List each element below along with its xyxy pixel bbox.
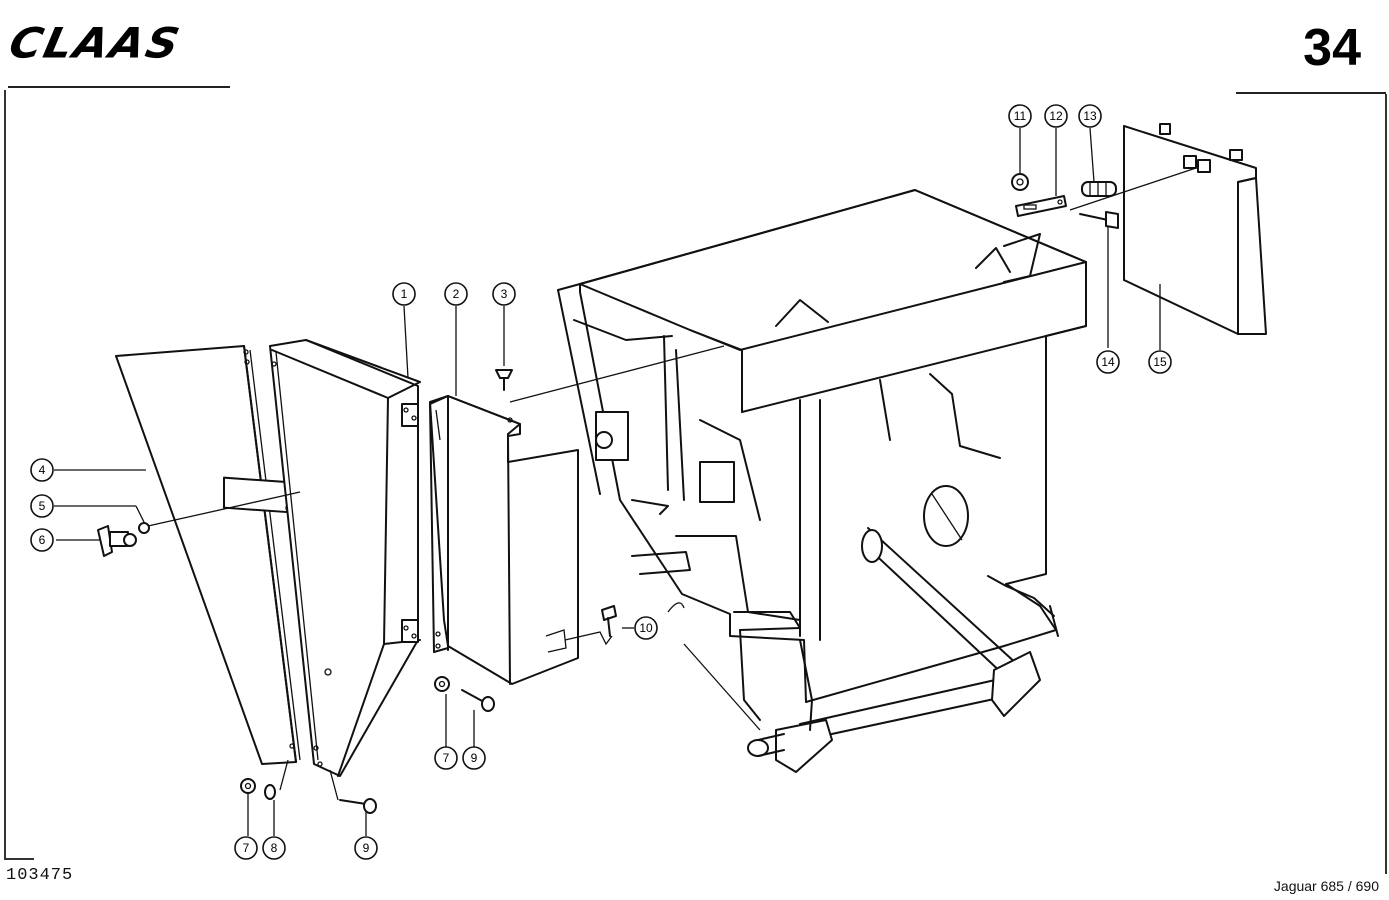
callout-10: 10 (634, 616, 658, 640)
svg-text:2: 2 (453, 287, 460, 301)
svg-text:3: 3 (501, 287, 508, 301)
svg-text:4: 4 (39, 463, 46, 477)
svg-text:6: 6 (39, 533, 46, 547)
callout-7: 7 (234, 836, 258, 860)
leader-lines (54, 127, 1197, 836)
svg-text:5: 5 (39, 499, 46, 513)
callout-2: 2 (444, 282, 468, 306)
callout-15: 15 (1148, 350, 1172, 374)
callout-9: 9 (354, 836, 378, 860)
svg-text:12: 12 (1049, 109, 1063, 123)
drawing-number: 103475 (6, 866, 74, 885)
callout-9-mid: 9 (462, 746, 486, 770)
frame-right-line (1385, 94, 1387, 874)
svg-text:10: 10 (639, 621, 653, 635)
callout-7-mid: 7 (434, 746, 458, 770)
svg-text:1: 1 (401, 287, 408, 301)
svg-text:14: 14 (1101, 355, 1115, 369)
callout-4: 4 (30, 458, 54, 482)
part-4-side-panel (115, 345, 314, 765)
callout-5: 5 (30, 494, 54, 518)
svg-text:7: 7 (243, 841, 250, 855)
hardware (97, 173, 1119, 814)
callout-14: 14 (1096, 350, 1120, 374)
callout-6: 6 (30, 528, 54, 552)
callout-3: 3 (492, 282, 516, 306)
header-rule-left (8, 86, 230, 88)
frame-shaft (739, 629, 1041, 773)
svg-text:7: 7 (443, 751, 450, 765)
frame-left-line (4, 90, 6, 858)
callout-13: 13 (1078, 104, 1102, 128)
part-15-rear-plate (1123, 123, 1267, 335)
header-rule-right (1236, 92, 1386, 94)
svg-text:8: 8 (271, 841, 278, 855)
callout-12: 12 (1044, 104, 1068, 128)
frame-bottom-line (4, 858, 34, 860)
page-number: 34 (1303, 19, 1361, 77)
svg-text:13: 13 (1083, 109, 1097, 123)
model-label: Jaguar 685 / 690 (1273, 878, 1379, 894)
svg-text:9: 9 (363, 841, 370, 855)
part-2-inner-box (429, 395, 613, 685)
callout-11: 11 (1008, 104, 1032, 128)
part-1-box-cover (269, 339, 421, 777)
frame-body (557, 189, 1087, 703)
callout-8: 8 (262, 836, 286, 860)
svg-text:15: 15 (1153, 355, 1167, 369)
svg-text:9: 9 (471, 751, 478, 765)
callout-1: 1 (392, 282, 416, 306)
svg-text:11: 11 (1014, 109, 1027, 123)
